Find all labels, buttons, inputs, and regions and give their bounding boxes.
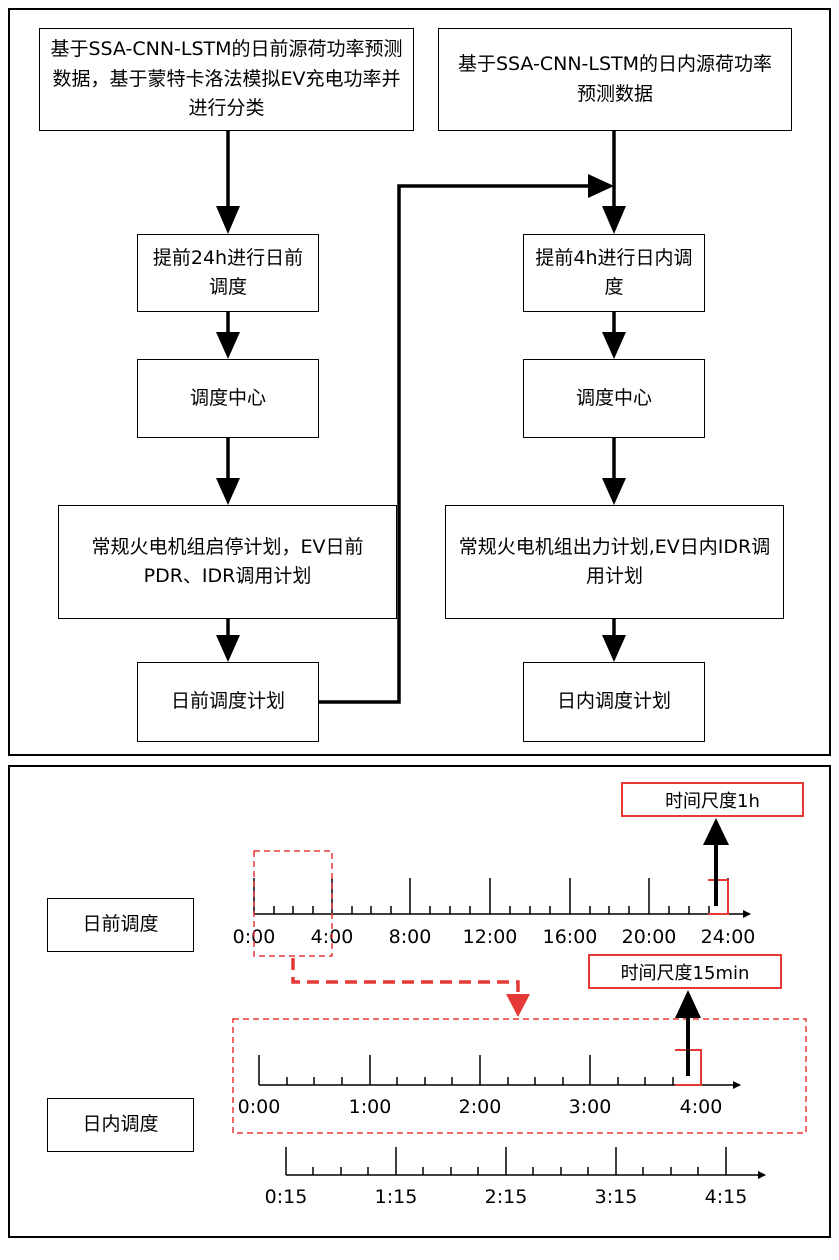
day-ahead-plan-box: 日前调度计划 [137, 662, 319, 742]
tick-label: 0:15 [264, 1186, 308, 1208]
day-ahead-dispatch-center-box: 调度中心 [137, 359, 319, 438]
tick-label: 2:00 [458, 1096, 502, 1118]
intraday-plan-detail-box: 常规火电机组出力计划,EV日内IDR调用计划 [445, 505, 784, 619]
tick-label: 20:00 [621, 926, 677, 948]
tick-label: 0:00 [232, 926, 276, 948]
tick-label: 3:00 [568, 1096, 612, 1118]
tick-label: 4:15 [704, 1186, 748, 1208]
day-ahead-input-box: 基于SSA-CNN-LSTM的日前源荷功率预测数据，基于蒙特卡洛法模拟EV充电功… [39, 28, 414, 131]
intraday-input-box: 基于SSA-CNN-LSTM的日内源荷功率预测数据 [438, 28, 792, 131]
time-scale-1h-label: 时间尺度1h [621, 782, 804, 817]
tick-label: 4:00 [310, 926, 354, 948]
time-scale-15min-label: 时间尺度15min [588, 954, 782, 989]
tick-label: 3:15 [594, 1186, 638, 1208]
day-ahead-plan-detail-box: 常规火电机组启停计划，EV日前PDR、IDR调用计划 [58, 505, 397, 619]
tick-label: 16:00 [542, 926, 598, 948]
intraday-plan-box: 日内调度计划 [523, 662, 705, 742]
intraday-dispatch-center-box: 调度中心 [523, 359, 705, 438]
tick-label: 8:00 [388, 926, 432, 948]
tick-label: 24:00 [700, 926, 756, 948]
tick-label: 0:00 [237, 1096, 281, 1118]
tick-label: 12:00 [462, 926, 518, 948]
tick-label: 1:00 [348, 1096, 392, 1118]
timeline-panel [8, 765, 831, 1238]
tick-label: 1:15 [374, 1186, 418, 1208]
tick-label: 2:15 [484, 1186, 528, 1208]
day-ahead-schedule-24h-box: 提前24h进行日前调度 [137, 234, 319, 312]
tick-label: 4:00 [679, 1096, 723, 1118]
intraday-timeline-label: 日内调度 [47, 1098, 194, 1152]
intraday-schedule-4h-box: 提前4h进行日内调度 [523, 234, 705, 312]
day-ahead-timeline-label: 日前调度 [47, 898, 194, 952]
